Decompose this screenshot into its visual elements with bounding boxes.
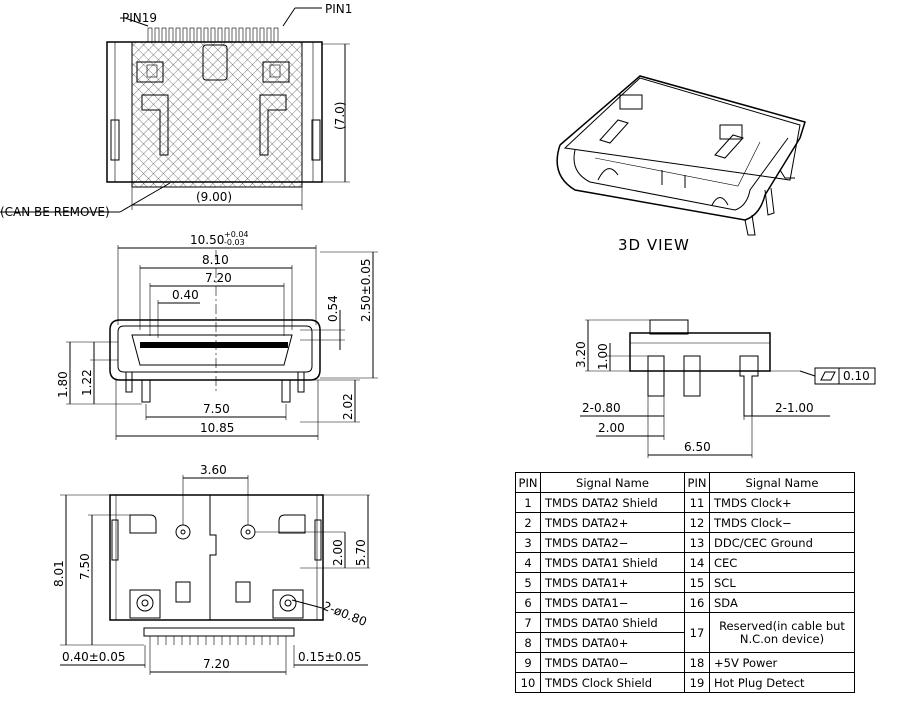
pin-number: 11 <box>684 492 710 513</box>
table-row: 3 TMDS DATA2− 13 DDC/CEC Ground <box>515 532 855 553</box>
pin19-label: PIN19 <box>122 11 157 25</box>
dim-3-60: 3.60 <box>200 463 227 477</box>
pin-number: 9 <box>515 652 541 673</box>
table-header-cell: Signal Name <box>540 472 685 493</box>
table-header-row: PIN Signal Name PIN Signal Name <box>515 472 855 493</box>
signal-name: Reserved(in cable but N.C.on device) <box>709 612 855 653</box>
signal-name: TMDS DATA1− <box>540 592 685 613</box>
pin-number: 14 <box>684 552 710 573</box>
dim-2-02: 2.02 <box>341 393 355 420</box>
pin-number: 12 <box>684 512 710 533</box>
dim-2-50: 2.50±0.05 <box>359 259 373 323</box>
dim-2-100: 2-1.00 <box>775 401 814 415</box>
dim-7-50-bottom: 7.50 <box>78 553 92 580</box>
dim-1-22: 1.22 <box>80 369 94 396</box>
dim-2-phi080: 2-ø0.80 <box>321 599 369 629</box>
front-view: 10.50 +0.04 -0.03 8.10 7.20 0.40 0.54 2.… <box>56 230 378 440</box>
table-row: 2 TMDS DATA2+ 12 TMDS Clock− <box>515 512 855 533</box>
dim-2-080: 2-0.80 <box>582 401 621 415</box>
dim-2-00-bottom: 2.00 <box>331 539 345 566</box>
dim-1-00-vert: 1.00 <box>596 343 610 370</box>
pin-number: 3 <box>515 532 541 553</box>
table-row: 6 TMDS DATA1− 16 SDA <box>515 592 855 613</box>
table-row: 10 TMDS Clock Shield 19 Hot Plug Detect <box>515 672 855 693</box>
signal-name: TMDS DATA0+ <box>540 632 685 653</box>
dim-8-10: 8.10 <box>202 253 229 267</box>
signal-name: CEC <box>709 552 855 573</box>
dim-2-00-side: 2.00 <box>598 421 625 435</box>
dim-0-54: 0.54 <box>326 295 340 322</box>
pin-number: 13 <box>684 532 710 553</box>
pin-number: 15 <box>684 572 710 593</box>
signal-name: +5V Power <box>709 652 855 673</box>
side-view: 0.10 3.20 1.00 2-0.80 2-1.00 2.00 6.50 <box>574 319 876 458</box>
pin-number: 6 <box>515 592 541 613</box>
pin-table: PIN Signal Name PIN Signal Name 1 TMDS D… <box>515 472 855 693</box>
table-row: 1 TMDS DATA2 Shield 11 TMDS Clock+ <box>515 492 855 513</box>
pin-number: 18 <box>684 652 710 673</box>
dim-7-0: (7.0) <box>333 102 347 130</box>
view-3d: 3D VIEW <box>556 75 806 254</box>
pin-number: 10 <box>515 672 541 693</box>
dim-8-01: 8.01 <box>52 560 66 587</box>
table-row: 7 TMDS DATA0 Shield 17 Reserved(in cable… <box>515 612 855 653</box>
dim-0-40-tol: 0.40±0.05 <box>62 650 126 664</box>
signal-name: TMDS DATA2 Shield <box>540 492 685 513</box>
dim-5-70: 5.70 <box>354 539 368 566</box>
pin-number: 8 <box>515 632 541 653</box>
top-view: PIN19 PIN1 (7.0) (9.00) (CAN BE REMOVE) <box>0 2 352 219</box>
table-row: 5 TMDS DATA1+ 15 SCL <box>515 572 855 593</box>
dim-3-20: 3.20 <box>574 341 588 368</box>
signal-name: SDA <box>709 592 855 613</box>
dim-0-40: 0.40 <box>172 288 199 302</box>
dim-7-20-top: 7.20 <box>205 271 232 285</box>
dim-10-50-tol-dn: -0.03 <box>224 238 245 247</box>
flatness-value: 0.10 <box>843 369 870 383</box>
signal-name: DDC/CEC Ground <box>709 532 855 553</box>
signal-name: TMDS Clock− <box>709 512 855 533</box>
signal-name: TMDS DATA1 Shield <box>540 552 685 573</box>
table-row: 9 TMDS DATA0− 18 +5V Power <box>515 652 855 673</box>
pin-number: 17 <box>684 612 710 653</box>
signal-name: TMDS DATA2− <box>540 532 685 553</box>
dim-7-20-bottom: 7.20 <box>203 657 230 671</box>
dim-9-00: (9.00) <box>196 190 232 204</box>
table-header-cell: PIN <box>684 472 710 493</box>
top-pins <box>147 27 279 43</box>
signal-name: TMDS Clock+ <box>709 492 855 513</box>
signal-name: TMDS DATA2+ <box>540 512 685 533</box>
pin-number: 16 <box>684 592 710 613</box>
dim-7-50-front: 7.50 <box>203 402 230 416</box>
table-header-cell: PIN <box>515 472 541 493</box>
table-header-cell: Signal Name <box>709 472 855 493</box>
dim-10-50: 10.50 <box>190 233 224 247</box>
dim-10-85: 10.85 <box>200 421 234 435</box>
pin-number: 7 <box>515 612 541 633</box>
dim-0-15-tol: 0.15±0.05 <box>298 650 362 664</box>
signal-name: SCL <box>709 572 855 593</box>
signal-name: TMDS Clock Shield <box>540 672 685 693</box>
dim-6-50: 6.50 <box>684 440 711 454</box>
pin-number: 5 <box>515 572 541 593</box>
signal-name: TMDS DATA0− <box>540 652 685 673</box>
signal-name: Hot Plug Detect <box>709 672 855 693</box>
signal-name: TMDS DATA0 Shield <box>540 612 685 633</box>
view-3d-label: 3D VIEW <box>618 236 690 254</box>
pin1-label: PIN1 <box>325 2 352 16</box>
dim-10-50-tol-up: +0.04 <box>224 230 249 239</box>
table-row: 4 TMDS DATA1 Shield 14 CEC <box>515 552 855 573</box>
pin-number: 19 <box>684 672 710 693</box>
dim-1-80: 1.80 <box>56 371 70 398</box>
can-be-remove-label: (CAN BE REMOVE) <box>0 205 110 219</box>
pin-number: 4 <box>515 552 541 573</box>
pin-number: 2 <box>515 512 541 533</box>
bottom-view: 3.60 8.01 7.50 2.00 5.70 2-ø0.80 0.40±0.… <box>52 463 370 675</box>
pin-number: 1 <box>515 492 541 513</box>
signal-name: TMDS DATA1+ <box>540 572 685 593</box>
